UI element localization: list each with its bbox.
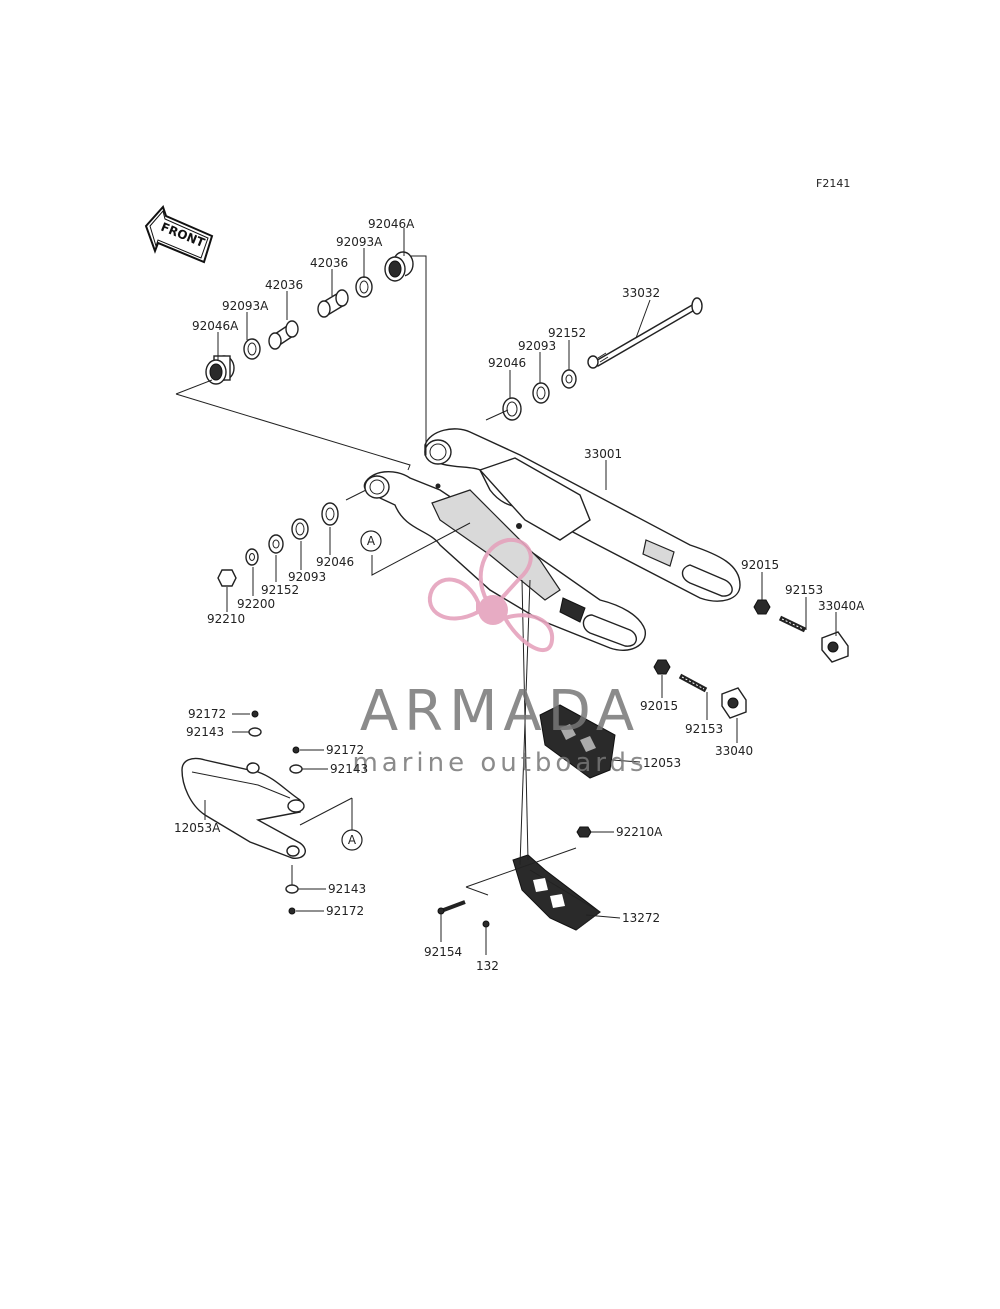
nut-92210A — [576, 826, 592, 838]
bolt-92153-mid — [678, 673, 708, 693]
adjuster-block-33040 — [721, 687, 747, 719]
label-92153-right: 92153 — [785, 583, 823, 597]
label-92143-b: 92143 — [330, 762, 368, 776]
label-92153-mid: 92153 — [685, 722, 723, 736]
label-92093A-left: 92093A — [222, 299, 269, 313]
screw-92172-b — [292, 746, 300, 754]
nut-92015-right — [753, 599, 771, 615]
bearing-92046A-top — [384, 251, 414, 282]
label-92210A: 92210A — [616, 825, 663, 839]
nut-92210 — [217, 569, 237, 587]
leader-lines — [175, 228, 837, 955]
label-132: 132 — [476, 959, 499, 973]
adjuster-block-33040A — [821, 631, 849, 663]
watermark-tagline: marine outboards — [352, 748, 647, 778]
label-33040A: 33040A — [818, 599, 865, 613]
label-33001: 33001 — [584, 447, 622, 461]
washer-92200 — [245, 548, 259, 566]
watermark-brand: ARMADA — [360, 679, 640, 744]
label-13272: 13272 — [622, 911, 660, 925]
label-92093-left: 92093 — [288, 570, 326, 584]
chain-guide-13272 — [512, 854, 601, 931]
label-92143-a: 92143 — [186, 725, 224, 739]
bearing-92046A-left — [205, 355, 235, 385]
label-92210: 92210 — [207, 612, 245, 626]
label-42036-left: 42036 — [265, 278, 303, 292]
label-92172-b: 92172 — [326, 743, 364, 757]
screw-92172-c — [288, 907, 296, 915]
screw-92172-a — [251, 710, 259, 718]
cap-92046-right — [502, 397, 522, 421]
seal-92093A-top — [355, 276, 373, 298]
label-92172-a: 92172 — [188, 707, 226, 721]
sleeve-42036-left — [268, 320, 299, 350]
label-92143-c: 92143 — [328, 882, 366, 896]
figure-code: F2141 — [816, 177, 850, 190]
label-92015-right: 92015 — [741, 558, 779, 572]
washer-92152-left — [268, 534, 284, 554]
seal-92093-left — [291, 518, 309, 540]
part-labels: 92046A 92093A 42036 42036 92093A 92046A … — [174, 217, 865, 973]
washer-92152-right — [561, 369, 577, 389]
ref-marker-a-bottom-label: A — [348, 833, 357, 847]
ref-marker-a-top-label: A — [367, 534, 376, 548]
label-12053A: 12053A — [174, 821, 221, 835]
bolt-92154 — [437, 900, 466, 915]
washer-92143-b — [289, 764, 303, 774]
label-92046A-top: 92046A — [368, 217, 415, 231]
armada-logo-icon — [428, 537, 555, 653]
ref-marker-a-top: A — [360, 530, 382, 552]
nut-92015-mid — [653, 659, 671, 675]
bolt-92153-right — [778, 615, 807, 633]
cap-92046-left — [321, 502, 339, 526]
label-92046-right: 92046 — [488, 356, 526, 370]
chain-slider-12053 — [539, 704, 616, 779]
label-33032: 33032 — [622, 286, 660, 300]
label-92154: 92154 — [424, 945, 462, 959]
swingarm-33001 — [363, 428, 741, 651]
sleeve-42036-top — [317, 289, 349, 318]
ref-marker-a-bottom: A — [341, 829, 363, 851]
label-92152-left: 92152 — [261, 583, 299, 597]
label-92200: 92200 — [237, 597, 275, 611]
label-92015-mid: 92015 — [640, 699, 678, 713]
label-33040: 33040 — [715, 744, 753, 758]
seal-92093A-left — [243, 338, 261, 360]
label-42036-top: 42036 — [310, 256, 348, 270]
front-arrow-icon: FRONT — [144, 205, 214, 264]
label-92046-left: 92046 — [316, 555, 354, 569]
label-92152-right: 92152 — [548, 326, 586, 340]
seal-92093-right — [532, 382, 550, 404]
washer-92143-c — [285, 884, 299, 894]
washer-92143-a — [248, 727, 262, 737]
label-92046A-left: 92046A — [192, 319, 239, 333]
bolt-132 — [482, 920, 490, 928]
label-92093-right: 92093 — [518, 339, 556, 353]
pivot-shaft-33032 — [587, 297, 703, 369]
label-92172-c: 92172 — [326, 904, 364, 918]
chain-guard-12053A — [181, 757, 306, 859]
label-92093A-top: 92093A — [336, 235, 383, 249]
label-12053: 12053 — [643, 756, 681, 770]
